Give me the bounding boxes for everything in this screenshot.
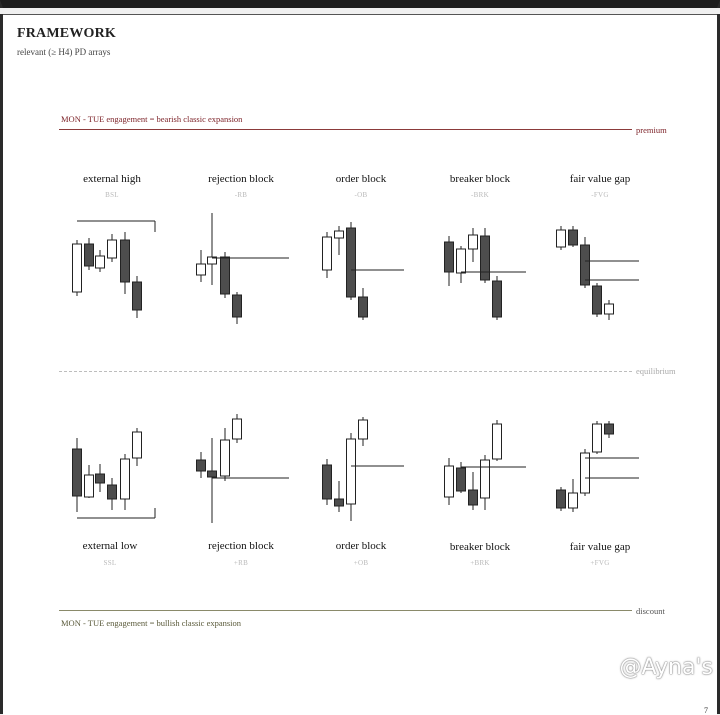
fair-value-gap-candle-4-body — [592, 285, 602, 315]
bottom-array-abbr-1: SSL — [103, 559, 117, 567]
equilibrium-label: equilibrium — [636, 366, 676, 376]
bottom-array-abbr-2: +RB — [233, 559, 249, 567]
rejection-block-bull-candle-1-body — [196, 459, 206, 472]
discount-label: discount — [636, 606, 665, 616]
fair-value-gap-candle-5-body — [604, 303, 614, 315]
page-number: 7 — [704, 706, 708, 715]
external-low-candle-2-body — [84, 474, 94, 498]
top-array-name-5: fair value gap — [569, 173, 631, 185]
external-high-candle-2-body — [84, 243, 94, 267]
breaker-block-candle-4-body — [480, 235, 490, 281]
breaker-block-candle-3-body — [468, 234, 478, 250]
fair-value-gap-bull-candle-1-body — [556, 489, 566, 509]
bottom-array-name-5: fair value gap — [569, 541, 631, 553]
engagement-bearish-label: MON - TUE engagement = bearish classic e… — [61, 114, 243, 124]
breaker-block-bull-candle-4-body — [480, 459, 490, 499]
top-array-abbr-4: -BRK — [471, 191, 489, 199]
top-array-name-1: external high — [83, 173, 141, 185]
order-block-bull-candle-4-body — [358, 419, 368, 440]
top-array-abbr-1: BSL — [105, 191, 119, 199]
bottom-array-abbr-3: +OB — [353, 559, 369, 567]
order-block-candle-3-body — [346, 227, 356, 298]
order-block-candle-4-body — [358, 296, 368, 318]
breaker-block-bull-candle-5-body — [492, 423, 502, 460]
breaker-block-bull-candle-3-body — [468, 489, 478, 506]
order-block-bull-candle-1-body — [322, 464, 332, 500]
bottom-array-name-4: breaker block — [449, 541, 511, 553]
top-array-name-2: rejection block — [208, 173, 274, 185]
fair-value-gap-bull-candle-5-body — [604, 423, 614, 435]
top-array-name-3: order block — [335, 173, 387, 185]
premium-label: premium — [636, 125, 667, 135]
bottom-array-name-2: rejection block — [208, 540, 274, 552]
breaker-block-candle-5-body — [492, 280, 502, 318]
order-block-candle-1-body — [322, 236, 332, 271]
equilibrium-line — [59, 371, 632, 372]
top-array-abbr-5: -FVG — [591, 191, 609, 199]
fair-value-gap-bull-candle-3-body — [580, 452, 590, 494]
fair-value-gap-bull-candle-2-body — [568, 492, 578, 509]
fair-value-gap-bull-candle-4-body — [592, 423, 602, 453]
external-low-candle-1-body — [72, 448, 82, 497]
top-gap — [0, 8, 720, 14]
rejection-block-bull-candle-3-body — [220, 439, 230, 477]
rejection-block-candle-1-body — [196, 263, 206, 276]
external-high-candle-6-body — [132, 281, 142, 311]
fair-value-gap-candle-3-body — [580, 244, 590, 286]
fair-value-gap-candle-1-body — [556, 229, 566, 248]
rejection-block-candle-2-body — [207, 256, 217, 265]
external-high-candle-1-body — [72, 243, 82, 293]
page-subtitle: relevant (≥ H4) PD arrays — [17, 47, 111, 57]
rejection-block-bull-candle-4-body — [232, 418, 242, 440]
external-high-candle-3-body — [95, 255, 105, 269]
bottom-array-abbr-4: +BRK — [470, 559, 490, 567]
watermark: @Ayna's — [619, 655, 713, 680]
top-array-name-4: breaker block — [449, 173, 511, 185]
breaker-block-bull-candle-1-body — [444, 465, 454, 498]
breaker-block-candle-1-body — [444, 241, 454, 273]
engagement-bullish-label: MON - TUE engagement = bullish classic e… — [61, 618, 242, 628]
rejection-block-bull-candle-2-body — [207, 470, 217, 478]
order-block-bull-candle-2-body — [334, 498, 344, 507]
premium-line — [59, 129, 632, 130]
rejection-block-candle-3-body — [220, 256, 230, 295]
rejection-block-candle-4-body — [232, 294, 242, 318]
top-array-abbr-3: -OB — [354, 191, 368, 199]
discount-line — [59, 610, 632, 611]
bottom-array-abbr-5: +FVG — [590, 559, 610, 567]
breaker-block-candle-2-body — [456, 248, 466, 274]
bottom-array-name-3: order block — [335, 540, 387, 552]
bottom-array-name-1: external low — [82, 540, 138, 552]
order-block-bull-candle-3-body — [346, 438, 356, 505]
external-high-candle-4-body — [107, 239, 117, 259]
external-low-candle-3-body — [95, 473, 105, 484]
page-sheet — [3, 14, 717, 715]
external-low-candle-5-body — [120, 458, 130, 500]
breaker-block-bull-candle-2-body — [456, 467, 466, 492]
page-title: FRAMEWORK — [17, 26, 117, 41]
top-array-abbr-2: -RB — [234, 191, 248, 199]
fair-value-gap-candle-2-body — [568, 229, 578, 246]
external-high-candle-5-body — [120, 239, 130, 283]
order-block-candle-2-body — [334, 230, 344, 239]
external-low-candle-4-body — [107, 484, 117, 500]
external-low-candle-6-body — [132, 431, 142, 459]
